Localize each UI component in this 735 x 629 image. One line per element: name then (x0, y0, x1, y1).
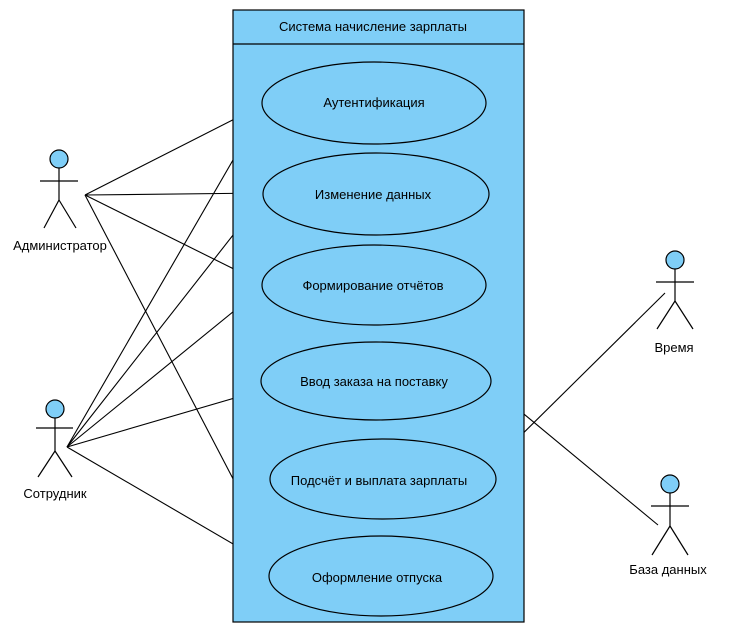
actor-admin-leg-right (58, 199, 77, 229)
actor-employee-label: Сотрудник (23, 486, 86, 501)
actor-employee-leg-right (54, 450, 73, 478)
use-case-salary-ellipse (269, 438, 497, 520)
use-case-auth-ellipse (261, 61, 487, 145)
actor-employee[interactable]: Сотрудник (23, 399, 87, 501)
actor-time-label: Время (654, 340, 693, 355)
use-case-order[interactable]: Ввод заказа на поставку (260, 341, 492, 421)
use-case-order-label: Ввод заказа на поставку (300, 374, 448, 389)
use-case-edit-ellipse (262, 152, 490, 236)
actor-db[interactable]: База данных (629, 474, 707, 577)
actor-db-leg-left (651, 525, 671, 556)
actor-db-head (660, 474, 680, 494)
use-case-auth-label: Аутентификация (323, 95, 424, 110)
actor-db-label: База данных (629, 562, 707, 577)
actor-db-leg-right (669, 525, 689, 556)
use-case-salary-label: Подсчёт и выплата зарплаты (291, 473, 467, 488)
use-case-reports-label: Формирование отчётов (302, 278, 443, 293)
actor-time[interactable]: Время (654, 250, 694, 355)
use-case-order-ellipse (260, 341, 492, 421)
assoc-employee-order (66, 389, 263, 448)
actor-admin-leg-left (43, 199, 60, 229)
use-case-auth[interactable]: Аутентификация (261, 61, 487, 145)
actor-time-leg-left (656, 300, 676, 330)
actor-employee-leg-left (37, 450, 56, 478)
use-case-edit[interactable]: Изменение данных (262, 152, 490, 236)
actor-time-leg-right (674, 300, 694, 330)
actor-admin-label: Администратор (13, 238, 107, 253)
use-case-vacation-label: Оформление отпуска (312, 570, 443, 585)
use-case-vacation-ellipse (268, 535, 494, 617)
use-case-reports[interactable]: Формирование отчётов (261, 244, 487, 326)
use-case-salary[interactable]: Подсчёт и выплата зарплаты (269, 438, 497, 520)
system-title: Система начисление зарплаты (279, 19, 467, 34)
use-case-edit-label: Изменение данных (315, 187, 432, 202)
actor-admin-head (49, 149, 69, 169)
actor-time-head (665, 250, 685, 270)
actor-admin[interactable]: Администратор (13, 149, 107, 253)
use-case-vacation[interactable]: Оформление отпуска (268, 535, 494, 617)
actor-employee-head (45, 399, 65, 419)
use-case-reports-ellipse (261, 244, 487, 326)
use-cases: Аутентификация Изменение данных Формиров… (260, 61, 497, 617)
